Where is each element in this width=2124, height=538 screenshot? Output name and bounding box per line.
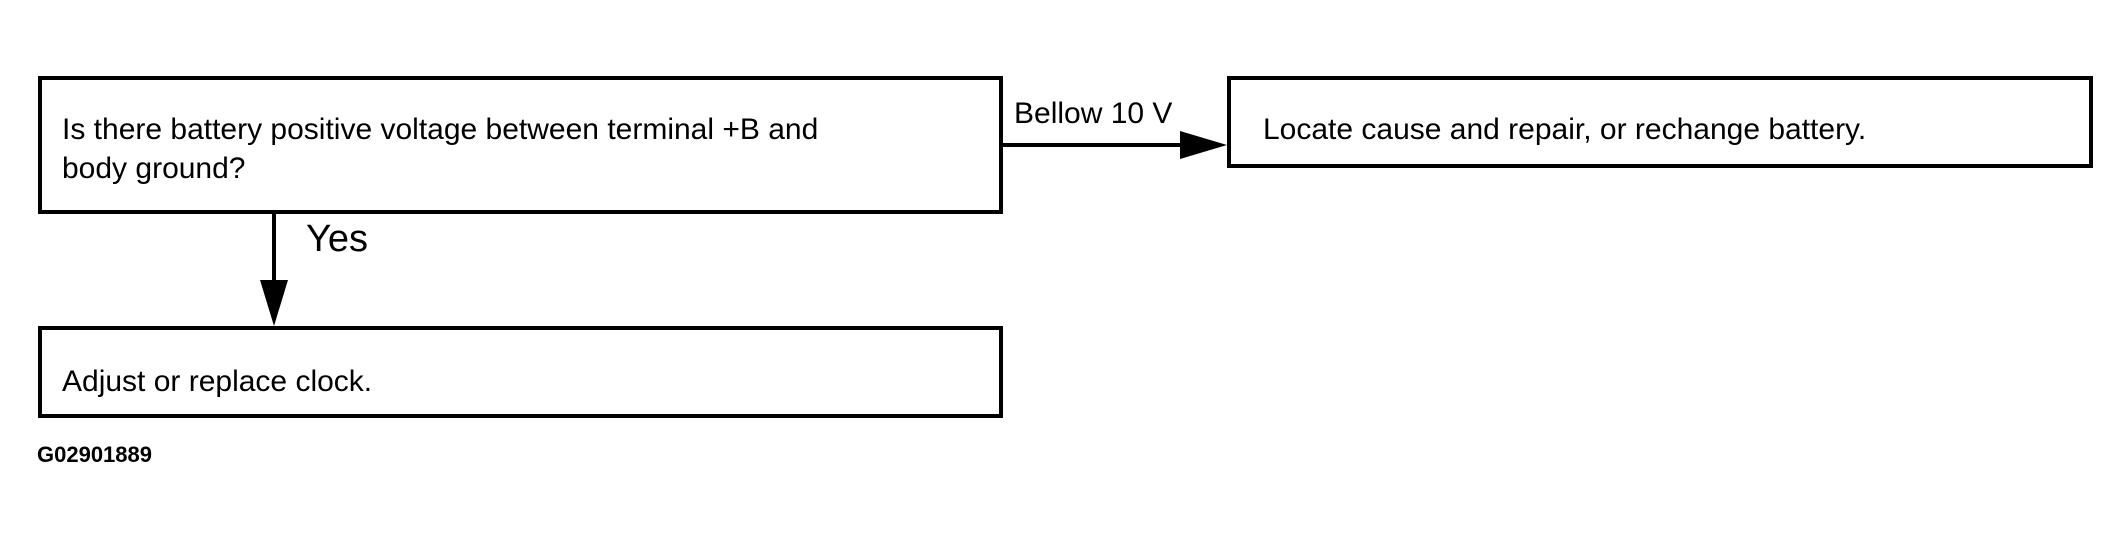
locate-repair-text: Locate cause and repair, or rechange bat… bbox=[1263, 113, 1867, 146]
figure-id: G02901889 bbox=[37, 442, 152, 467]
adjust-clock-box: Adjust or replace clock. bbox=[38, 326, 1003, 418]
yes-arrow-head bbox=[260, 280, 288, 326]
question-text: Is there battery positive voltage betwee… bbox=[62, 113, 819, 185]
yes-edge-label: Yes bbox=[306, 218, 368, 260]
question-box: Is there battery positive voltage betwee… bbox=[38, 76, 1003, 214]
adjust-clock-text: Adjust or replace clock. bbox=[62, 365, 373, 398]
locate-repair-box: Locate cause and repair, or rechange bat… bbox=[1227, 76, 2093, 168]
bellow-arrow-head bbox=[1180, 131, 1227, 159]
bellow-edge-label: Bellow 10 V bbox=[1014, 97, 1173, 130]
